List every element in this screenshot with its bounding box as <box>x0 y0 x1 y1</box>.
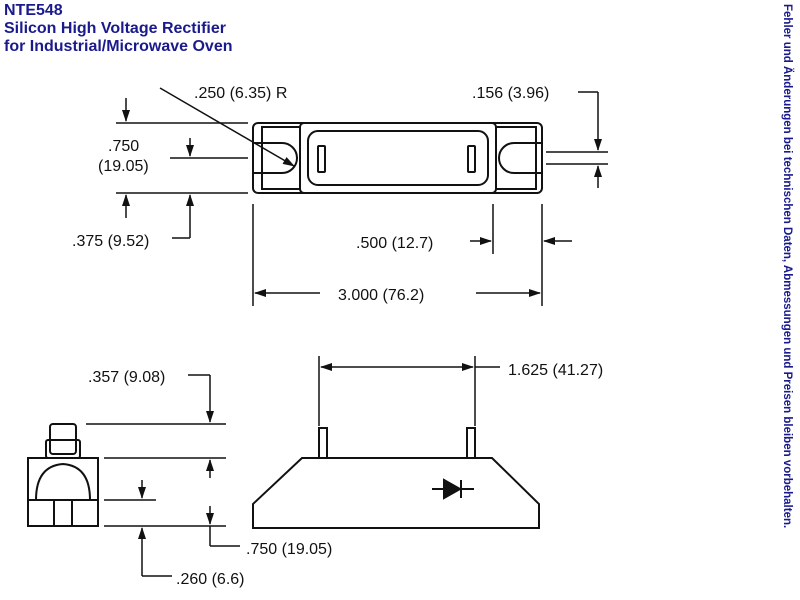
diode-symbol <box>432 478 474 500</box>
dim-length-label: 3.000 (76.2) <box>338 287 424 304</box>
dim-lead-spacing-label: 1.625 (41.27) <box>508 362 603 379</box>
dim-slot-label: .156 (3.96) <box>472 85 549 102</box>
front-dimension-lines <box>318 356 500 426</box>
title-line-2: for Industrial/Microwave Oven <box>4 38 233 55</box>
side-disclaimer: Fehler und Änderungen bei technischen Da… <box>781 4 793 529</box>
header: NTE548 Silicon High Voltage Rectifier fo… <box>4 2 233 56</box>
mechanical-drawing: .250 (6.35) R .750 (19.05) .156 (3.96) .… <box>27 85 608 588</box>
dim-body-height-label: .750 (19.05) <box>246 541 332 558</box>
dim-base-height-label: .260 (6.6) <box>176 571 244 588</box>
dim-slot-depth-label: .500 (12.7) <box>356 235 433 252</box>
end-view-body <box>27 423 99 527</box>
title-line-1: Silicon High Voltage Rectifier <box>4 20 226 37</box>
front-view-body <box>252 427 540 529</box>
dim-lead-height-label: .357 (9.08) <box>88 369 165 386</box>
dim-width-mm-label: (19.05) <box>98 158 149 175</box>
dim-half-width-label: .375 (9.52) <box>72 233 149 250</box>
top-view-body <box>252 122 543 194</box>
end-dimension-lines <box>86 374 240 577</box>
dim-radius-label: .250 (6.35) R <box>194 85 287 102</box>
top-dimension-lines <box>116 87 608 306</box>
part-number: NTE548 <box>4 2 63 19</box>
dim-width-label: .750 <box>108 138 139 155</box>
